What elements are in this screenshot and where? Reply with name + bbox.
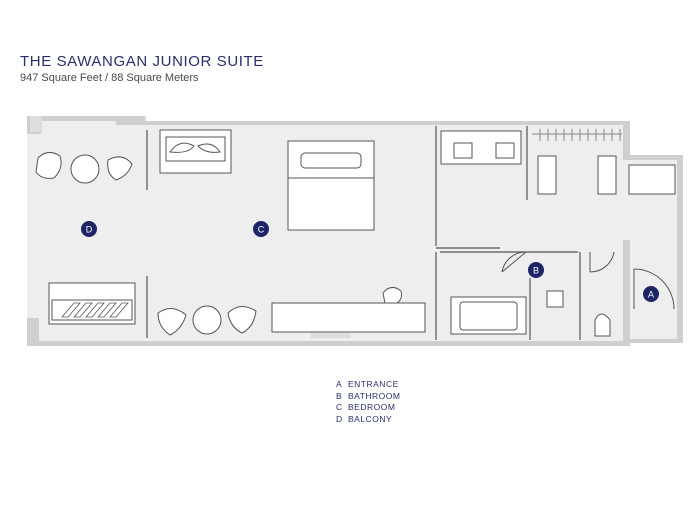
doors: [501, 251, 675, 310]
bottom-wall: [27, 341, 630, 346]
partitions: [146, 126, 581, 340]
room-markers: D C B A: [81, 221, 659, 302]
page-title: THE SAWANGAN JUNIOR SUITE: [20, 53, 264, 70]
sink-right: [495, 142, 515, 159]
toilet: [594, 313, 611, 337]
cushion: [73, 302, 93, 318]
legend-letter: D: [336, 413, 343, 424]
desk: [271, 302, 426, 333]
cushion: [109, 302, 129, 318]
cushion: [97, 302, 117, 318]
legend-letter: C: [336, 402, 343, 412]
legend: A ENTRANCE B BATHROOM C BEDROOM D BALCONY: [336, 379, 400, 425]
sofa-cushion-right: [197, 143, 221, 153]
balcony-chair: [35, 152, 62, 179]
marker-c-label: C: [258, 225, 265, 235]
marker-b: [528, 262, 544, 278]
bedroom-chair: [227, 306, 257, 334]
marker-c: [253, 221, 269, 237]
legend-item: C BEDROOM: [336, 402, 400, 414]
entry-bottom-wall: [630, 339, 683, 343]
bathtub-inner: [459, 301, 518, 331]
cushion: [61, 302, 81, 318]
closet-bench-left: [537, 155, 557, 195]
marker-d-label: D: [86, 225, 93, 235]
legend-label: ENTRANCE: [348, 379, 399, 389]
right-wall-upper: [623, 125, 630, 155]
top-wall-balcony: [27, 116, 145, 121]
desk-chair: [382, 287, 402, 304]
column: [30, 116, 42, 132]
top-wall-main: [116, 121, 630, 125]
entry-right-wall: [677, 155, 683, 343]
legend-label: BEDROOM: [348, 402, 396, 412]
marker-a-label: A: [648, 290, 654, 300]
left-wall-lower: [27, 318, 39, 346]
legend-label: BALCONY: [348, 413, 393, 424]
legend-item: D BALCONY: [336, 414, 400, 426]
marker-a: [643, 286, 659, 302]
sofa-cushion-left: [169, 142, 195, 153]
legend-item: B BATHROOM: [336, 391, 400, 403]
legend-item: A ENTRANCE: [336, 379, 400, 391]
legend-label: BATHROOM: [348, 390, 401, 401]
balcony-chair: [107, 156, 133, 181]
page-subtitle: 947 Square Feet / 88 Square Meters: [20, 72, 199, 84]
cushion: [85, 302, 105, 318]
entrance-door: [633, 268, 675, 310]
wc-door: [589, 251, 615, 273]
bathroom-furniture: [440, 130, 676, 337]
entry-bench: [628, 164, 676, 195]
tv-cabinet: [311, 333, 351, 338]
legend-letter: A: [336, 379, 343, 389]
closet-bench-right: [597, 155, 617, 195]
marker-d: [81, 221, 97, 237]
closet-rail: [532, 129, 622, 141]
pillow-bar: [300, 152, 362, 169]
legend-letter: B: [336, 390, 343, 401]
bathroom-door: [501, 251, 527, 273]
shower-drain: [546, 290, 564, 308]
sink-left: [453, 142, 473, 159]
bedroom-chair: [157, 308, 187, 336]
balcony-table: [70, 154, 100, 184]
marker-b-label: B: [533, 266, 539, 276]
bedroom-table: [192, 305, 222, 335]
bedroom-furniture: [157, 129, 426, 336]
entry-left-wall: [623, 240, 630, 343]
daybed-cushions: [61, 302, 129, 318]
bedroom-fixtures: [30, 116, 351, 338]
entry-top-wall: [623, 155, 683, 160]
